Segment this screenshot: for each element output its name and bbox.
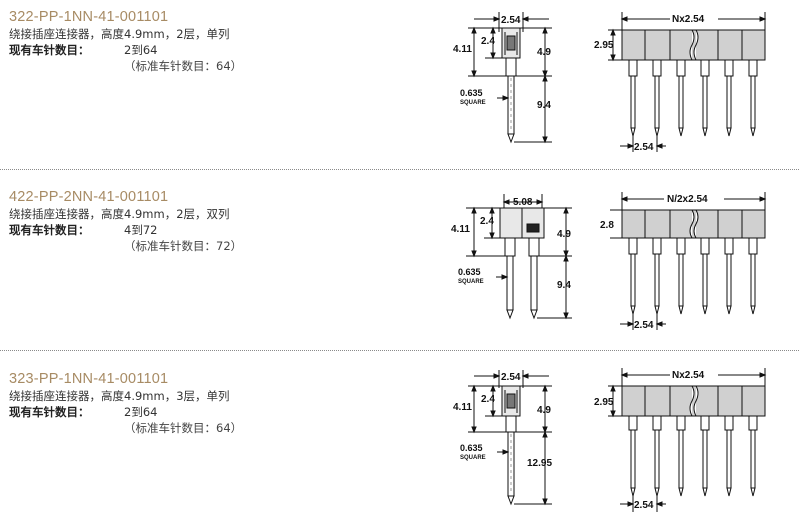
- front-view: [608, 368, 767, 512]
- pin-count-label: 现有车针数目：: [9, 223, 90, 237]
- dim-top-width: 2.54: [501, 372, 521, 383]
- dim-pin-pitch: 2.54: [634, 500, 654, 511]
- dim-right-upper: 4.9: [557, 229, 571, 240]
- dim-outer-left: 4.11: [453, 402, 472, 413]
- pin-count-range: 2到64: [124, 43, 158, 57]
- dim-pin-pitch: 2.54: [634, 320, 654, 331]
- front-view: [608, 12, 767, 152]
- pin-count-range: 2到64: [124, 405, 158, 419]
- dim-pin-diameter: 0.635: [458, 267, 481, 277]
- dim-upper-left: 2.4: [481, 36, 495, 47]
- standard-pin-count: （标准车针数目：64）: [124, 421, 243, 435]
- dim-pin-pitch: 2.54: [634, 142, 654, 153]
- dim-outer-left: 4.11: [453, 44, 472, 55]
- dim-right-lower: 12.95: [527, 458, 552, 469]
- dim-front-width: Nx2.54: [672, 370, 705, 381]
- product-info: 422-PP-2NN-41-001101 绕接插座连接器，高度4.9mm，2层，…: [9, 188, 429, 254]
- dim-front-width: Nx2.54: [672, 14, 705, 25]
- dim-pin-shape: SQUARE: [460, 100, 486, 106]
- drawing-3: 2.54 2.4 4.11 4.9 0.635 SQUARE 12.95: [453, 368, 767, 512]
- product-description: 绕接插座连接器，高度4.9mm，3层，单列: [9, 389, 230, 403]
- product-description: 绕接插座连接器，高度4.9mm，2层，单列: [9, 27, 230, 41]
- product-section-2: 422-PP-2NN-41-001101 绕接插座连接器，高度4.9mm，2层，…: [0, 180, 799, 352]
- dim-front-height: 2.8: [600, 220, 614, 231]
- drawing-1: 2.54 2.4 4.11 4.9 0.635 SQUARE 9.4: [453, 12, 767, 153]
- section-divider: [0, 350, 799, 351]
- pin-count-range: 4到72: [124, 223, 158, 237]
- standard-pin-count: （标准车针数目：72）: [124, 239, 243, 253]
- dim-upper-left: 2.4: [480, 216, 494, 227]
- dim-front-height: 2.95: [594, 40, 614, 51]
- side-view: [466, 194, 572, 320]
- dim-right-upper: 4.9: [537, 405, 551, 416]
- product-section-3: 323-PP-1NN-41-001101 绕接插座连接器，高度4.9mm，3层，…: [0, 362, 799, 518]
- dim-front-width: N/2x2.54: [667, 194, 708, 205]
- pin-count-label: 现有车针数目：: [9, 43, 90, 57]
- side-view: [468, 370, 552, 506]
- front-view: [610, 192, 767, 330]
- pin-count-label: 现有车针数目：: [9, 405, 90, 419]
- dim-outer-left: 4.11: [451, 224, 470, 235]
- product-info: 323-PP-1NN-41-001101 绕接插座连接器，高度4.9mm，3层，…: [9, 370, 429, 436]
- product-description: 绕接插座连接器，高度4.9mm，2层，双列: [9, 207, 230, 221]
- standard-pin-count: （标准车针数目：64）: [124, 59, 243, 73]
- dim-pin-shape: SQUARE: [458, 279, 484, 285]
- dim-top-width: 5.08: [513, 197, 533, 208]
- drawing-2: 5.08 2.4 4.11 4.9 0.635 SQUARE 9.4: [451, 192, 767, 331]
- dim-upper-left: 2.4: [481, 394, 495, 405]
- side-view: [468, 12, 552, 144]
- pin-count-row: 现有车针数目： 4到72: [9, 222, 429, 238]
- dim-right-lower: 9.4: [557, 280, 571, 291]
- dim-right-lower: 9.4: [537, 100, 551, 111]
- section-divider: [0, 169, 799, 170]
- dim-top-width: 2.54: [501, 15, 521, 26]
- pin-count-row: 现有车针数目： 2到64: [9, 42, 429, 58]
- product-info: 322-PP-1NN-41-001101 绕接插座连接器，高度4.9mm，2层，…: [9, 8, 429, 74]
- part-number: 422-PP-2NN-41-001101: [9, 189, 169, 205]
- dim-pin-diameter: 0.635: [460, 443, 483, 453]
- product-section-1: 322-PP-1NN-41-001101 绕接插座连接器，高度4.9mm，2层，…: [0, 0, 799, 172]
- dim-right-upper: 4.9: [537, 47, 551, 58]
- pin-count-row: 现有车针数目： 2到64: [9, 404, 429, 420]
- dim-pin-shape: SQUARE: [460, 455, 486, 461]
- dim-pin-diameter: 0.635: [460, 88, 483, 98]
- dim-front-height: 2.95: [594, 397, 614, 408]
- part-number: 322-PP-1NN-41-001101: [9, 9, 169, 25]
- part-number: 323-PP-1NN-41-001101: [9, 371, 169, 387]
